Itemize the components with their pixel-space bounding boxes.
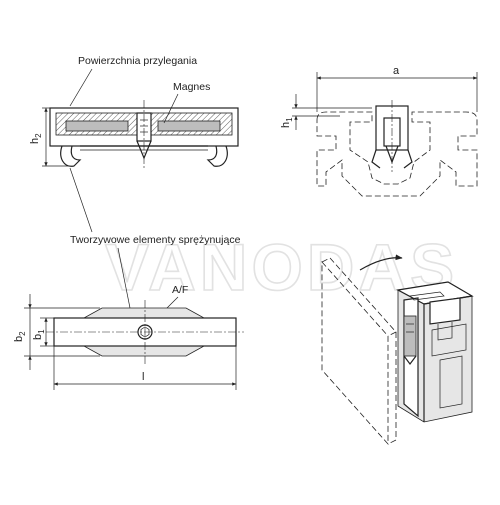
isometric-view — [321, 254, 474, 446]
svg-text:h2: h2 — [29, 133, 43, 144]
h2-subscript: 2 — [34, 133, 43, 138]
b1-letter: b — [32, 334, 44, 340]
spring-elements-label: Tworzywowe elementy sprężynujące — [70, 234, 241, 246]
b2-dimension: b2 — [13, 294, 100, 370]
svg-text:h1: h1 — [280, 117, 294, 128]
a-dimension-label: a — [393, 65, 400, 77]
h2-letter: h — [29, 138, 41, 144]
top-view — [46, 300, 244, 364]
contact-surface-leader — [69, 68, 93, 107]
profile-view: a h1 — [280, 65, 478, 197]
svg-text:b2: b2 — [13, 331, 27, 342]
magnet-leader — [163, 93, 179, 124]
svg-text:b1: b1 — [32, 329, 46, 340]
spring-elements-leader-bottom — [117, 247, 131, 309]
magnet-label: Magnes — [173, 81, 210, 93]
spring-elements-leader-top — [69, 167, 93, 233]
b1-subscript: 1 — [37, 329, 46, 334]
section-view — [49, 100, 239, 170]
wrench-size-label: A/F — [172, 284, 188, 296]
b1-dimension: b1 — [32, 317, 54, 347]
b2-subscript: 2 — [18, 331, 27, 336]
h2-dimension: h2 — [29, 107, 70, 167]
contact-surface-label: Powierzchnia przylegania — [78, 55, 197, 67]
h1-letter: h — [280, 122, 292, 128]
l-dimension: l — [53, 346, 237, 390]
l-dimension-label: l — [142, 371, 144, 383]
h1-subscript: 1 — [285, 117, 294, 122]
watermark: VANODAS — [105, 230, 458, 304]
b2-letter: b — [13, 336, 25, 342]
